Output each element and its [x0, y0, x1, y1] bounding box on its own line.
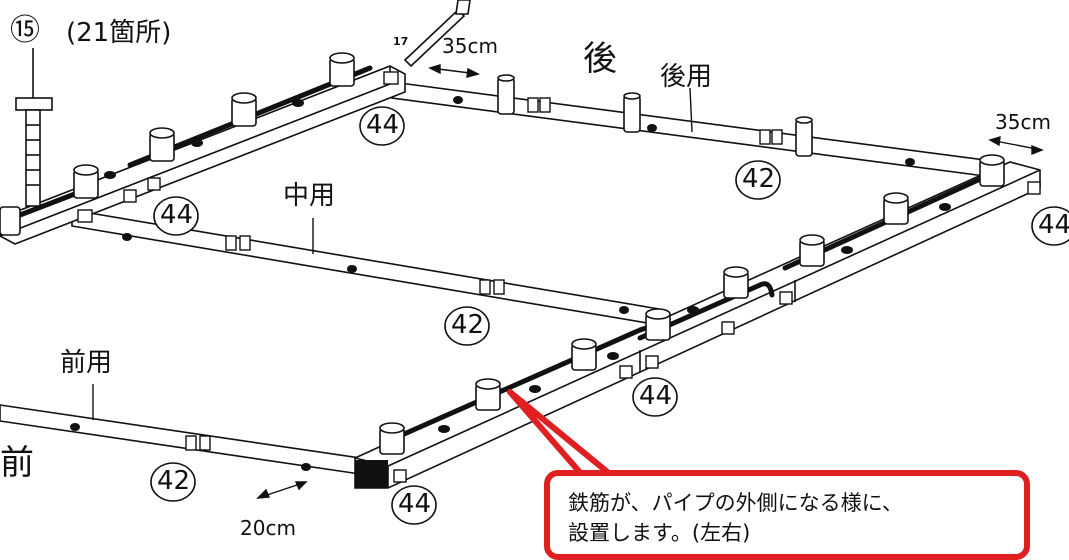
direction-front: 前 — [0, 443, 34, 483]
left-long-beam — [0, 65, 406, 245]
dimension-arrows — [256, 64, 1044, 499]
part-44-right-end: 44 — [1038, 210, 1069, 240]
part-44-front-corner: 44 — [398, 489, 432, 519]
front-rail-label: 前用 — [60, 348, 113, 378]
part-42-front: 42 — [157, 466, 191, 496]
part-42-back: 42 — [742, 164, 776, 194]
bolt-holes — [70, 96, 951, 471]
dim-front-left: 20cm — [240, 516, 296, 540]
callout-box: 鉄筋が、パイプの外側になる様に、 設置します。(左右) — [544, 470, 1030, 560]
bolt-15 — [15, 48, 53, 207]
part-42-middle: 42 — [451, 310, 485, 340]
callout-line-1: 鉄筋が、パイプの外側になる様に、 — [568, 491, 903, 515]
wrench-size-label: 17 — [393, 35, 409, 48]
dim-back-right: 35cm — [995, 110, 1051, 134]
dim-back-left: 35cm — [442, 34, 498, 58]
wrench-icon — [403, 0, 471, 68]
leader-lines — [92, 87, 693, 420]
part-circles — [150, 106, 1069, 525]
direction-back: 後 — [583, 39, 617, 79]
callout-line-2: 設置します。(左右) — [568, 521, 751, 546]
part-44-middle-left: 44 — [160, 200, 194, 230]
back-rail-label: 後用 — [660, 62, 713, 92]
middle-rail-label: 中用 — [283, 181, 336, 211]
part-44-front-mid: 44 — [639, 381, 673, 411]
nut-bolt-sets — [77, 71, 1041, 483]
frame-drawing — [0, 0, 1069, 525]
pipes — [0, 52, 1005, 455]
part-44-back-left: 44 — [366, 110, 400, 140]
pipe-end-cap — [355, 460, 388, 488]
count-label: (21箇所) — [66, 18, 172, 48]
part-15-label: ⑮ — [10, 13, 40, 48]
